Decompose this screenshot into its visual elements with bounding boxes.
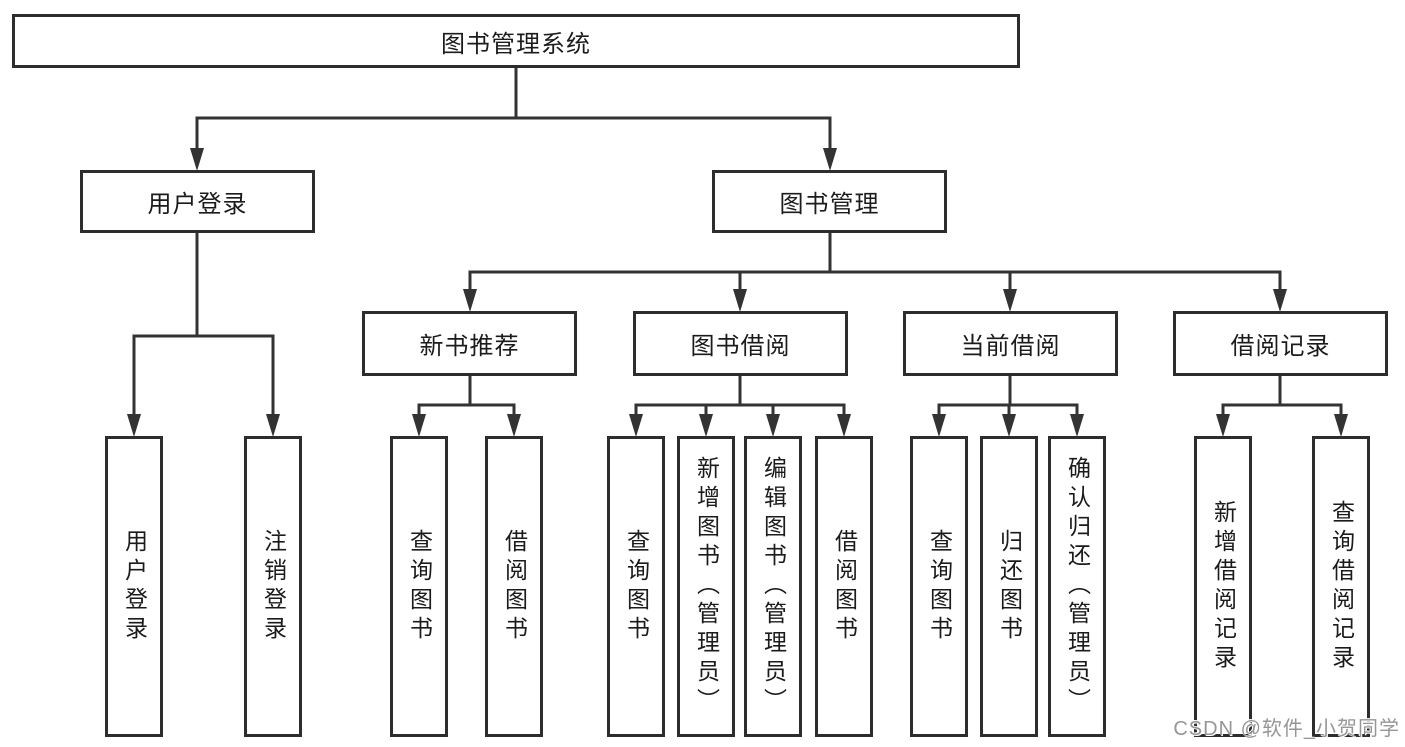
arrow-down-icon — [699, 414, 713, 437]
node-borrow-records: 借阅记录 — [1173, 311, 1388, 376]
arrow-down-icon — [507, 414, 521, 437]
arrow-down-icon — [266, 414, 280, 437]
leaf-confirm-return-admin: 确认归还（管理员） — [1048, 436, 1106, 737]
node-label: 借阅记录 — [1230, 333, 1331, 360]
leaf-add-borrow-record: 新增借阅记录 — [1194, 436, 1252, 737]
node-label: 图书管理系统 — [441, 30, 591, 58]
node-current-borrow: 当前借阅 — [903, 311, 1118, 376]
leaf-borrow-books: 借阅图书 — [815, 436, 873, 737]
arrow-down-icon — [190, 148, 204, 171]
arrow-down-icon — [733, 289, 747, 312]
leaf-add-book-admin: 新增图书（管理员） — [677, 436, 735, 737]
leaf-query-books-current: 查询图书 — [910, 436, 968, 737]
node-label: 编辑图书（管理员） — [760, 456, 787, 717]
leaf-logout: 注销登录 — [244, 436, 302, 737]
connector-path — [1221, 376, 1343, 418]
node-label: 查询图书 — [926, 528, 953, 645]
connector-path — [468, 233, 1282, 293]
arrow-down-icon — [1216, 414, 1230, 437]
node-book-borrow: 图书借阅 — [633, 311, 848, 376]
arrowheads — [127, 148, 1348, 437]
leaf-borrow-books-recommend: 借阅图书 — [485, 436, 543, 737]
arrow-down-icon — [932, 414, 946, 437]
connector-path — [132, 68, 1343, 418]
node-user-login: 用户登录 — [80, 170, 315, 233]
node-label: 确认归还（管理员） — [1064, 456, 1091, 717]
node-label: 查询图书 — [623, 528, 650, 645]
leaf-user-login: 用户登录 — [105, 436, 163, 737]
leaf-return-book: 归还图书 — [980, 436, 1038, 737]
node-label: 当前借阅 — [960, 333, 1061, 360]
node-label: 归还图书 — [996, 528, 1023, 645]
node-label: 图书管理 — [779, 191, 880, 218]
node-label: 图书借阅 — [690, 333, 791, 360]
node-label: 新增借阅记录 — [1210, 499, 1237, 674]
node-label: 用户登录 — [147, 191, 248, 218]
arrow-down-icon — [1003, 289, 1017, 312]
connector-path — [195, 68, 832, 150]
node-label: 查询借阅记录 — [1328, 499, 1355, 674]
leaf-query-books-borrow: 查询图书 — [607, 436, 665, 737]
arrow-down-icon — [463, 289, 477, 312]
arrow-down-icon — [127, 414, 141, 437]
arrow-down-icon — [766, 414, 780, 437]
watermark: CSDN @软件_小贺同学 — [1173, 718, 1400, 740]
arrow-down-icon — [1273, 289, 1287, 312]
node-label: 查询图书 — [406, 528, 433, 645]
node-label: 新增图书（管理员） — [693, 456, 720, 717]
leaf-query-books-recommend: 查询图书 — [390, 436, 448, 737]
node-label: 借阅图书 — [501, 528, 528, 645]
node-label: 注销登录 — [260, 528, 287, 645]
connector-path — [937, 376, 1079, 418]
leaf-edit-book-admin: 编辑图书（管理员） — [744, 436, 802, 737]
connector-path — [417, 376, 516, 418]
leaf-query-borrow-record: 查询借阅记录 — [1312, 436, 1370, 737]
node-new-book-recommend: 新书推荐 — [362, 311, 577, 376]
arrow-down-icon — [629, 414, 643, 437]
connector-path — [634, 376, 846, 418]
node-label: 借阅图书 — [831, 528, 858, 645]
arrow-down-icon — [823, 148, 837, 171]
node-label: 新书推荐 — [419, 333, 520, 360]
arrow-down-icon — [1070, 414, 1084, 437]
node-root: 图书管理系统 — [12, 14, 1020, 68]
node-book-management: 图书管理 — [712, 170, 947, 233]
node-label: 用户登录 — [121, 528, 148, 645]
arrow-down-icon — [837, 414, 851, 437]
arrow-down-icon — [1334, 414, 1348, 437]
connector-path — [132, 233, 275, 418]
arrow-down-icon — [412, 414, 426, 437]
arrow-down-icon — [1002, 414, 1016, 437]
